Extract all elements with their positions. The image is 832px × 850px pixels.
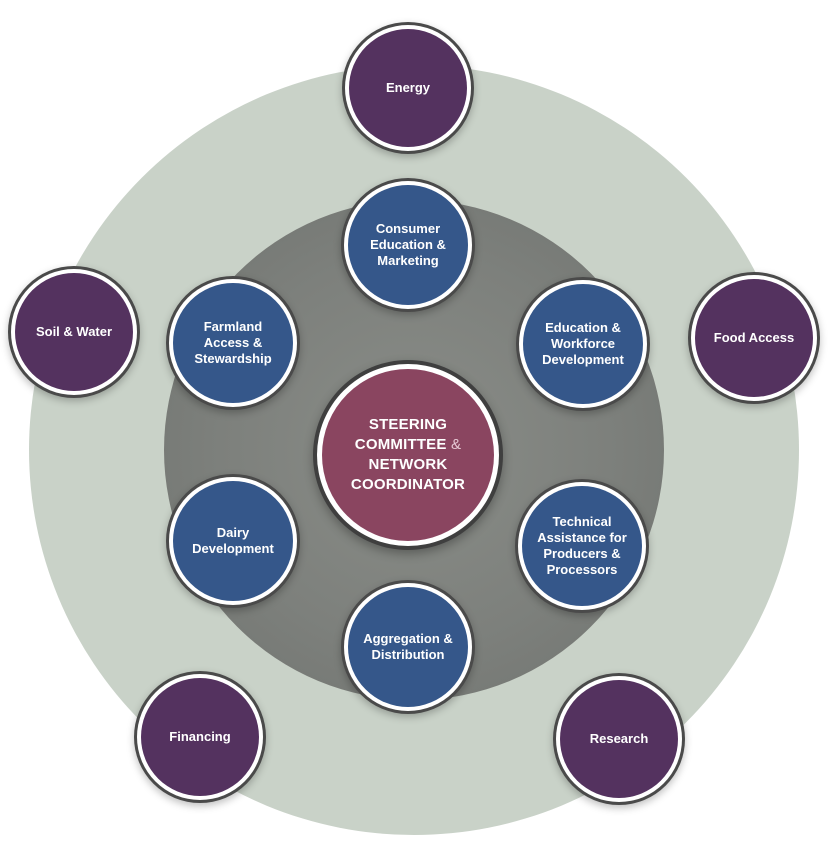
node-aggregation-label: Aggregation & Distribution xyxy=(363,631,453,662)
node-steering-committee-label: STEERING COMMITTEE & NETWORK COORDINATOR xyxy=(339,415,477,495)
node-energy-label: Energy xyxy=(385,80,431,95)
center-line-2-text: COMMITTEE xyxy=(354,436,447,453)
node-energy: Energy xyxy=(349,29,467,147)
node-steering-committee: STEERING COMMITTEE & NETWORK COORDINATOR xyxy=(322,369,494,541)
center-ampersand: & xyxy=(450,436,462,453)
node-farmland: Farmland Access & Stewardship xyxy=(173,283,293,403)
node-food-access-label: Food Access xyxy=(713,330,795,345)
node-financing-label: Financing xyxy=(169,729,231,744)
node-education-workforce: Education & Workforce Development xyxy=(523,284,643,404)
node-dairy: Dairy Development xyxy=(173,481,293,601)
node-research-label: Research xyxy=(589,731,649,746)
node-dairy-label: Dairy Development xyxy=(192,525,274,556)
center-line-2: COMMITTEE & xyxy=(351,435,465,455)
node-soil-water-label: Soil & Water xyxy=(35,324,113,339)
node-farmland-label: Farmland Access & Stewardship xyxy=(194,319,272,366)
center-line-4: COORDINATOR xyxy=(350,476,466,493)
node-consumer-education: Consumer Education & Marketing xyxy=(348,185,468,305)
node-technical-assistance: Technical Assistance for Producers & Pro… xyxy=(522,486,642,606)
node-soil-water: Soil & Water xyxy=(15,273,133,391)
center-line-3: NETWORK xyxy=(368,456,448,473)
node-research: Research xyxy=(560,680,678,798)
node-consumer-education-label: Consumer Education & Marketing xyxy=(370,221,446,268)
node-education-workforce-label: Education & Workforce Development xyxy=(542,320,624,367)
center-line-1: STEERING xyxy=(368,416,448,433)
node-technical-assistance-label: Technical Assistance for Producers & Pro… xyxy=(537,514,627,577)
node-aggregation: Aggregation & Distribution xyxy=(348,587,468,707)
node-financing: Financing xyxy=(141,678,259,796)
node-food-access: Food Access xyxy=(695,279,813,397)
